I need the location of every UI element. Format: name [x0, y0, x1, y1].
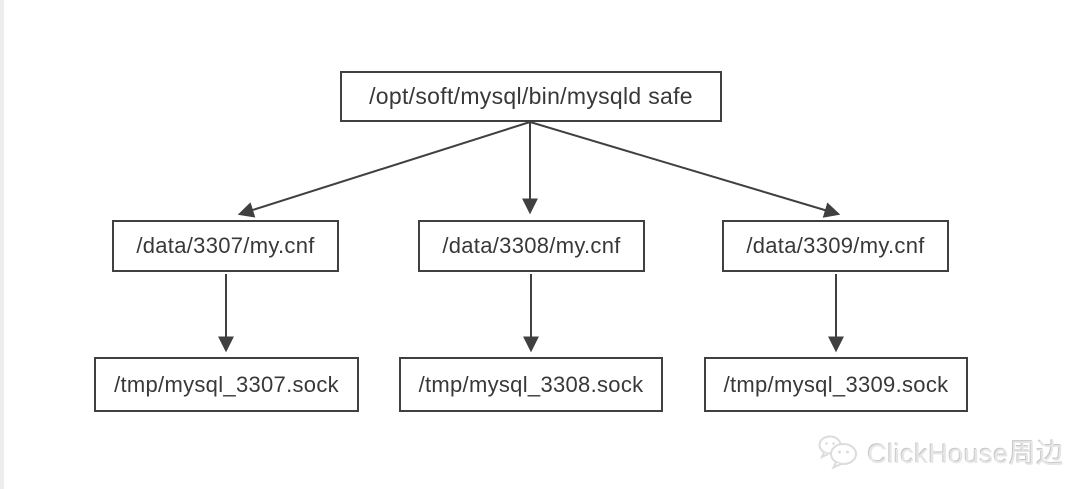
wechat-icon [817, 434, 859, 470]
node-sock-3308-label: /tmp/mysql_3308.sock [418, 371, 644, 397]
node-sock-3307-label: /tmp/mysql_3307.sock [114, 371, 339, 397]
node-mysqld-safe: /opt/soft/mysql/bin/mysqld safe [340, 71, 722, 122]
node-sock-3307: /tmp/mysql_3307.sock [94, 357, 359, 412]
watermark: ClickHouse周边 [817, 432, 1064, 471]
node-cnf-3308-label: /data/3308/my.cnf [442, 233, 621, 258]
arrow-root-to-cnf-3307 [237, 121, 531, 218]
node-cnf-3307: /data/3307/my.cnf [112, 220, 339, 272]
node-cnf-3308: /data/3308/my.cnf [418, 220, 645, 272]
page-left-edge [0, 0, 4, 489]
node-cnf-3307-label: /data/3307/my.cnf [136, 233, 315, 258]
node-mysqld-safe-label: /opt/soft/mysql/bin/mysqld safe [369, 83, 693, 109]
node-sock-3308: /tmp/mysql_3308.sock [399, 357, 663, 412]
watermark-text: ClickHouse周边 [867, 439, 1064, 469]
node-cnf-3309: /data/3309/my.cnf [722, 220, 949, 272]
node-sock-3309: /tmp/mysql_3309.sock [704, 357, 968, 412]
arrow-root-to-cnf-3309 [529, 121, 841, 218]
node-cnf-3309-label: /data/3309/my.cnf [746, 233, 925, 258]
node-sock-3309-label: /tmp/mysql_3309.sock [723, 371, 949, 397]
